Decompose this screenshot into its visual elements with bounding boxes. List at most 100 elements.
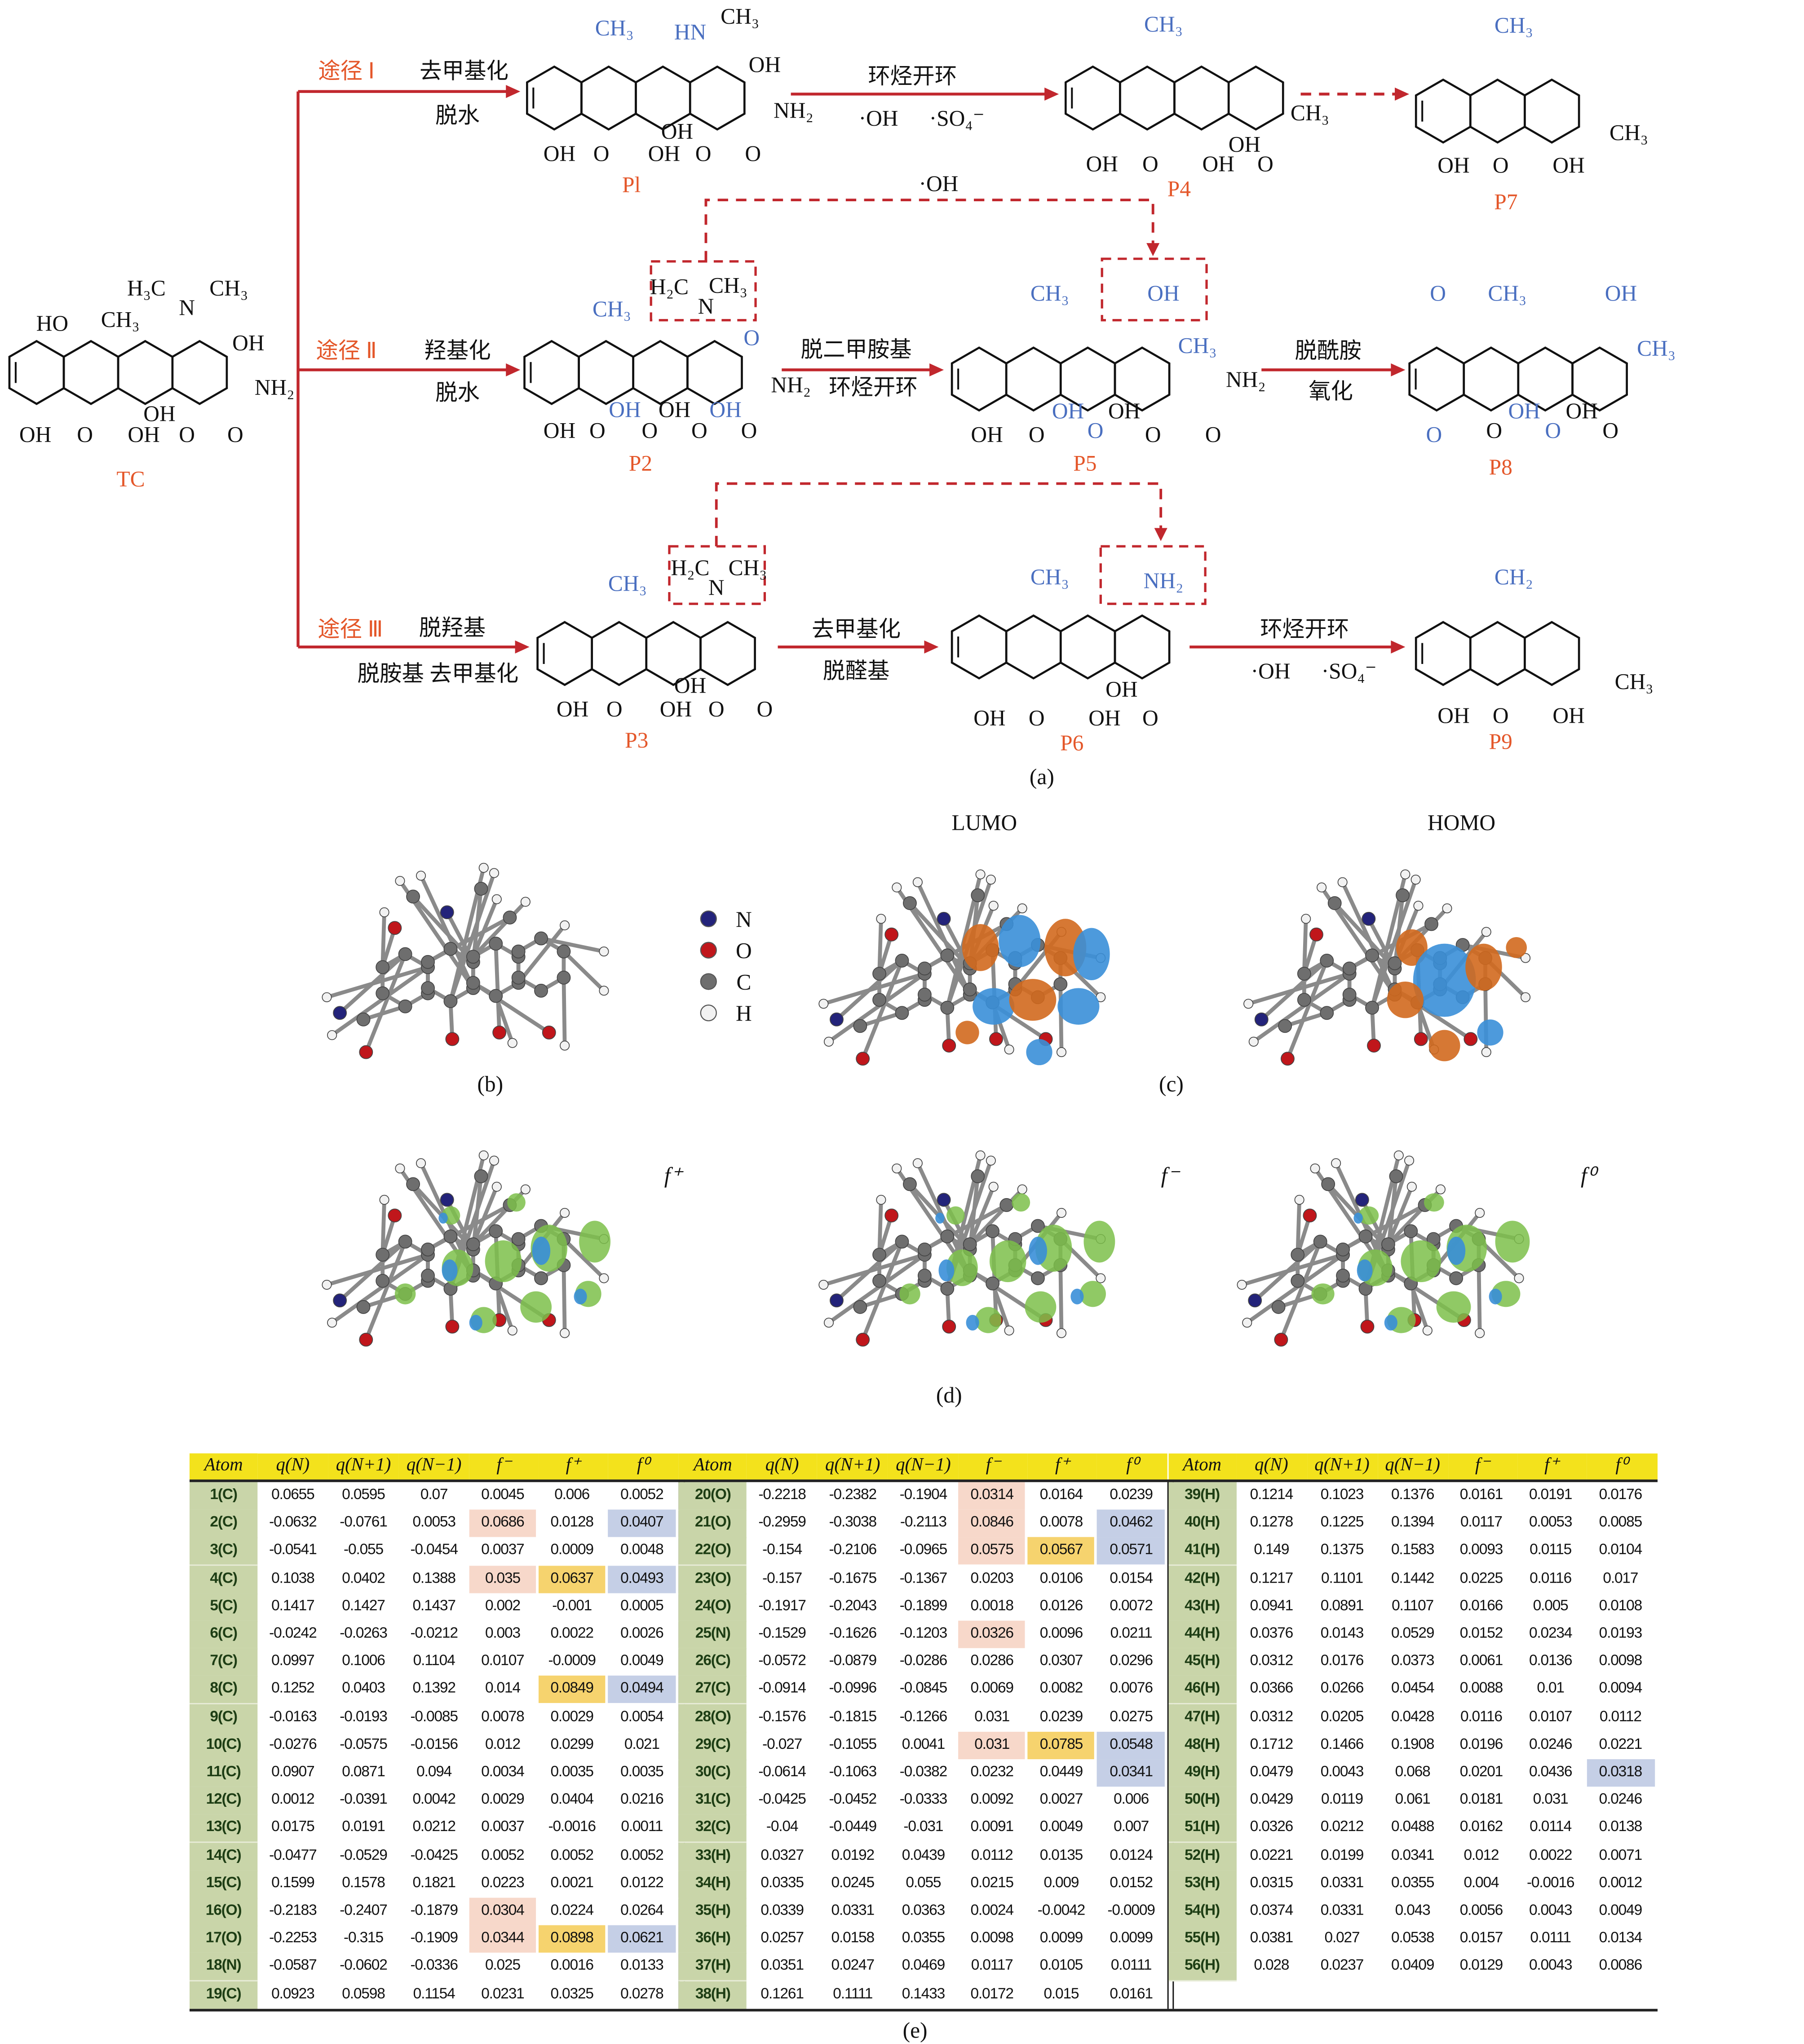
table-cell: -0.1529 — [758, 1626, 806, 1642]
reaction-condition-label: 环烃开环 — [868, 64, 957, 88]
compound-name-p3: P3 — [625, 728, 648, 752]
table-cell: 0.014 — [485, 1681, 521, 1697]
substituent-label: O — [741, 418, 757, 443]
atom-ball-C — [986, 1224, 1000, 1239]
homo-orbital-lobe — [1387, 981, 1424, 1018]
table-cell: 0.0296 — [1110, 1653, 1153, 1669]
table-cell: 0.0237 — [1320, 1958, 1364, 1974]
table-cell: -0.0632 — [269, 1515, 317, 1531]
ring-bond — [1064, 65, 1121, 131]
table-cell: 0.0122 — [620, 1875, 664, 1891]
compound-name-p8: P8 — [1489, 455, 1512, 479]
bond-stick — [1477, 1265, 1482, 1333]
table-cell: 0.0114 — [1530, 1820, 1572, 1836]
table-cell: -0.0242 — [269, 1626, 317, 1642]
table-cell: -0.0263 — [340, 1626, 388, 1642]
table-cell: 0.0403 — [342, 1681, 385, 1697]
atom-ball-C — [534, 983, 548, 998]
table-cell: -0.0449 — [829, 1820, 877, 1836]
table-cell: -0.0454 — [410, 1543, 458, 1559]
atom-label: 14(C) — [189, 1842, 258, 1871]
atom-ball-C — [1404, 1224, 1418, 1239]
table-cell: -0.0575 — [340, 1737, 388, 1752]
table-cell: 0.1599 — [271, 1875, 315, 1891]
atom-label: 17(O) — [189, 1925, 258, 1955]
atom-ball-C — [406, 1177, 420, 1191]
fukui-isosurface-lobe — [1489, 1288, 1502, 1305]
reaction-condition-label: 脱水 — [435, 380, 480, 405]
table-cell: 0.0637 — [538, 1565, 606, 1593]
table-cell: 0.0027 — [1039, 1792, 1083, 1808]
table-cell: 0.0162 — [1459, 1820, 1503, 1836]
table-cell: 0.0126 — [1039, 1598, 1083, 1614]
arrowhead — [506, 85, 521, 98]
ring-bond — [1119, 65, 1176, 131]
bond-stick — [472, 981, 550, 1035]
atom-label: 4(C) — [189, 1565, 258, 1594]
atom-ball-C — [1336, 1269, 1350, 1283]
atom-ball-H — [876, 1195, 886, 1205]
table-cell: -0.0572 — [758, 1653, 806, 1669]
table-cell: 0.0045 — [481, 1487, 525, 1503]
table-cell: 0.0997 — [271, 1653, 315, 1669]
atom-ball-C — [1320, 1006, 1334, 1020]
atom-label: 50(H) — [1168, 1787, 1236, 1816]
table-cell: 0.0136 — [1529, 1653, 1573, 1669]
table-header-0: Atom — [189, 1453, 258, 1480]
table-cell: 0.0093 — [1459, 1543, 1503, 1559]
ring-bond — [686, 340, 743, 405]
atom-ball-H — [1243, 999, 1254, 1009]
table-cell: 0.0166 — [1459, 1598, 1503, 1614]
atom-label: 54(H) — [1168, 1898, 1236, 1927]
fukui-isosurface-lobe — [966, 1314, 979, 1331]
atom-label: 49(H) — [1168, 1759, 1236, 1788]
atom-label: 26(C) — [679, 1648, 747, 1677]
bond-stick — [364, 1241, 407, 1341]
table-cell: 0.035 — [469, 1565, 536, 1593]
bond-stick — [877, 1199, 883, 1255]
atom-ball-H — [1237, 1279, 1247, 1290]
table-cell: -0.1266 — [899, 1709, 948, 1725]
table-cell: 0.0012 — [1599, 1875, 1643, 1891]
table-cell: 0.0871 — [342, 1764, 385, 1780]
atom-ball-C — [443, 994, 458, 1009]
table-cell: 0.0107 — [1529, 1709, 1573, 1725]
table-cell: -0.0009 — [1107, 1903, 1155, 1919]
table-cell: 0.0891 — [1320, 1598, 1364, 1614]
table-cell: -0.0425 — [758, 1792, 806, 1808]
table-header-5: f⁺ — [538, 1453, 608, 1480]
table-cell: 0.0192 — [831, 1847, 875, 1863]
substituent-label: OH — [19, 422, 51, 447]
table-cell: 0.1466 — [1320, 1737, 1364, 1752]
atom-label: 32(C) — [679, 1814, 747, 1844]
table-header-3: q(N−1) — [398, 1453, 469, 1480]
table-cell: 0.0327 — [761, 1847, 804, 1863]
table-header-4: f⁻ — [958, 1453, 1028, 1480]
table-cell: 0.0152 — [1459, 1626, 1503, 1642]
atom-ball-C — [503, 910, 517, 925]
atom-ball-H — [1294, 1195, 1304, 1205]
substituent-label: O — [743, 325, 760, 350]
table-cell: -0.0042 — [1037, 1903, 1086, 1919]
table-header-6: f⁰ — [608, 1453, 679, 1480]
bond-stick — [968, 1186, 995, 1245]
table-cell: 0.0154 — [1110, 1570, 1153, 1586]
substituent-label: NH₂ — [774, 98, 814, 123]
table-cell: 0.0052 — [620, 1487, 664, 1503]
substituent-label: O — [589, 418, 606, 443]
table-cell: 0.0021 — [550, 1875, 594, 1891]
bond-stick — [494, 995, 514, 1044]
atom-label: 38(H) — [679, 1981, 747, 2010]
lumo-orbital-lobe — [1026, 1039, 1052, 1066]
fukui-isosurface-lobe — [938, 1259, 955, 1282]
bond-stick — [1286, 960, 1329, 1060]
reaction-condition-label: 氧化 — [1309, 379, 1353, 403]
ring-bond — [1005, 614, 1062, 680]
table-cell: 0.0376 — [1250, 1626, 1294, 1642]
substituent-label: CH₃ — [101, 307, 140, 332]
atom-ball-C — [398, 999, 412, 1013]
table-cell: 0.0161 — [1110, 1986, 1153, 2002]
table-cell: 0.1217 — [1250, 1570, 1294, 1586]
table-cell: 0.0053 — [1529, 1515, 1573, 1531]
atom-ball-C — [940, 948, 955, 963]
